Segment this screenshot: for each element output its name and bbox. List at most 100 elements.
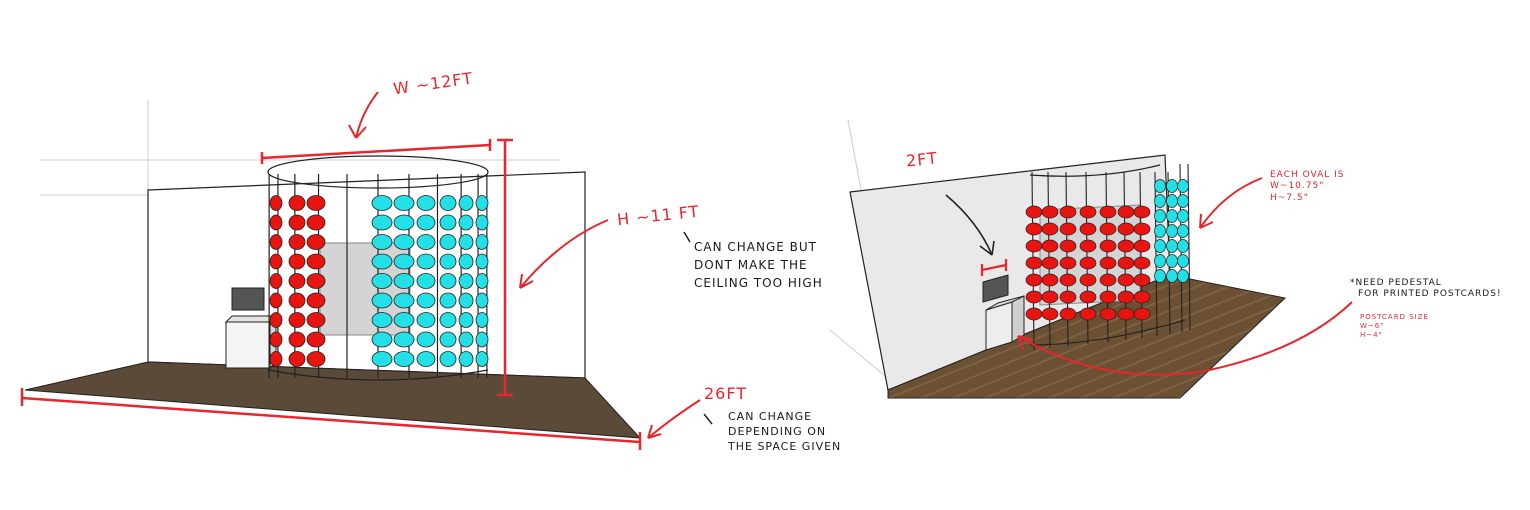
oval <box>1041 273 1059 287</box>
oval <box>306 214 326 231</box>
wall-screen <box>231 287 265 311</box>
oval <box>458 253 474 270</box>
oval <box>393 253 415 270</box>
oval <box>1099 290 1117 304</box>
pedestal <box>225 321 271 369</box>
oval <box>1117 273 1135 287</box>
oval <box>1177 194 1189 208</box>
oval <box>1117 222 1135 236</box>
oval-note-line: H~7.5" <box>1270 192 1309 203</box>
oval <box>371 273 393 289</box>
oval <box>475 253 489 270</box>
oval <box>1099 273 1117 287</box>
oval <box>1154 269 1166 283</box>
oval <box>1133 205 1151 219</box>
oval <box>1025 290 1043 304</box>
oval <box>1099 256 1117 270</box>
pedestal-arrow <box>1017 301 1353 376</box>
oval <box>475 273 489 289</box>
oval <box>1099 205 1117 219</box>
oval <box>393 273 415 289</box>
oval <box>1041 307 1059 321</box>
oval <box>439 351 457 367</box>
oval <box>306 195 326 211</box>
width-dimension-2 <box>980 259 1008 276</box>
width-dimension <box>260 139 492 164</box>
frame-rod <box>1187 163 1191 331</box>
oval <box>371 253 393 270</box>
oval <box>1025 222 1043 236</box>
length-note-line: DEPENDING ON <box>728 424 827 438</box>
oval <box>439 214 457 231</box>
oval <box>269 234 283 250</box>
oval <box>1177 209 1189 223</box>
oval <box>306 312 326 328</box>
oval <box>458 292 474 309</box>
oval <box>1059 273 1077 287</box>
oval <box>288 195 306 211</box>
oval <box>416 351 436 367</box>
oval <box>1025 273 1043 287</box>
oval <box>1133 222 1151 236</box>
oval <box>288 253 306 270</box>
oval <box>1059 290 1077 304</box>
oval <box>439 331 457 348</box>
oval <box>1133 273 1151 287</box>
oval <box>458 273 474 289</box>
oval <box>1117 239 1135 253</box>
length-note-line: THE SPACE GIVEN <box>728 439 842 453</box>
oval <box>1133 307 1151 321</box>
oval <box>439 253 457 270</box>
oval <box>393 351 415 367</box>
oval <box>1025 239 1043 253</box>
oval <box>1166 254 1178 268</box>
oval <box>1177 224 1189 238</box>
oval <box>439 234 457 250</box>
height-dimension <box>497 138 513 397</box>
oval <box>439 292 457 309</box>
oval <box>306 273 326 289</box>
oval <box>1117 290 1135 304</box>
oval <box>1117 256 1135 270</box>
length-label: 26FT <box>704 384 748 403</box>
oval <box>416 234 436 250</box>
oval <box>288 234 306 250</box>
oval <box>269 253 283 270</box>
oval <box>371 351 393 367</box>
oval <box>1154 179 1166 193</box>
oval <box>1099 222 1117 236</box>
oval <box>1059 222 1077 236</box>
postcard-note-line: POSTCARD SIZE <box>1360 313 1429 321</box>
length-note-line: CAN CHANGE <box>728 410 813 423</box>
height-note-line: CAN CHANGE BUT <box>694 240 818 254</box>
oval <box>1177 269 1189 283</box>
oval <box>371 331 393 348</box>
oval <box>269 214 283 231</box>
oval <box>1041 205 1059 219</box>
oval-note: EACH OVAL IS W~10.75" H~7.5" <box>1270 170 1345 204</box>
oval <box>288 292 306 309</box>
pedestal-note-line: FOR PRINTED POSTCARDS! <box>1358 289 1502 300</box>
width-label-2: 2FT <box>905 148 939 171</box>
length-arrow <box>647 399 701 439</box>
oval <box>475 312 489 328</box>
oval <box>458 312 474 328</box>
oval <box>1154 209 1166 223</box>
oval <box>371 195 393 211</box>
oval <box>1154 194 1166 208</box>
oval <box>1117 307 1135 321</box>
oval <box>1079 256 1097 270</box>
postcard-note-line: W~6" <box>1360 321 1385 330</box>
oval <box>269 351 283 367</box>
wall-screen-2 <box>982 274 1009 303</box>
oval <box>416 292 436 309</box>
oval <box>306 292 326 309</box>
oval <box>439 195 457 211</box>
oval <box>1059 307 1077 321</box>
oval <box>416 312 436 328</box>
oval <box>393 234 415 250</box>
oval <box>1117 205 1135 219</box>
oval <box>1166 209 1178 223</box>
oval <box>475 331 489 348</box>
